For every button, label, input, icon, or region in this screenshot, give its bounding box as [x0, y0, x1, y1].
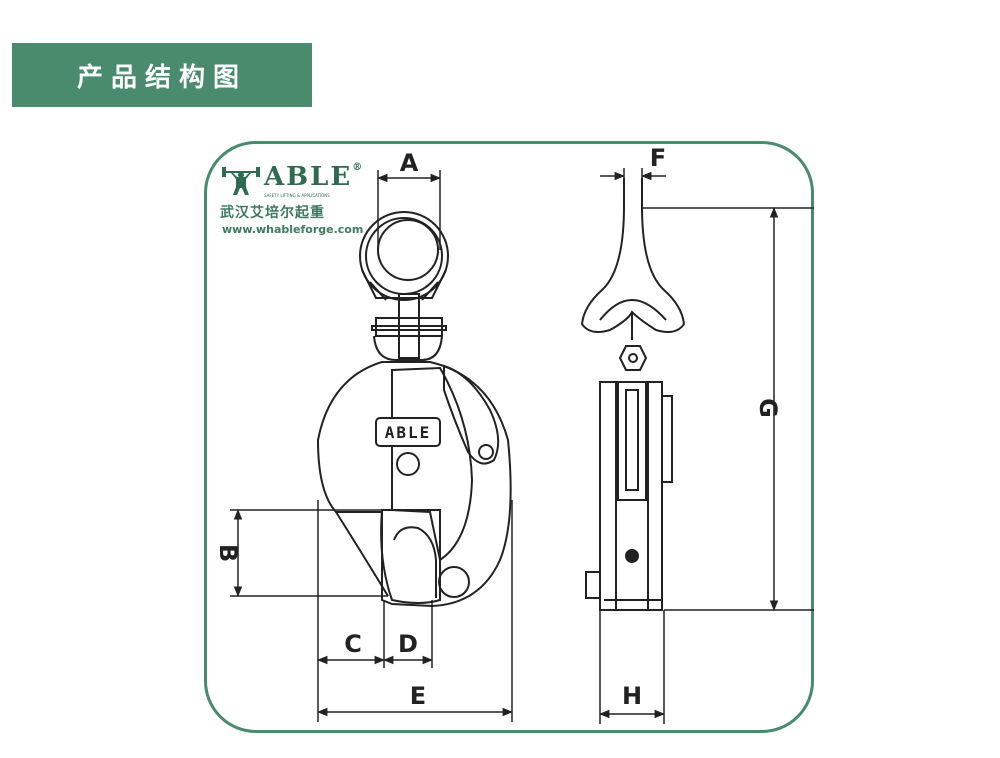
company-name: 武汉艾培尔起重: [220, 205, 325, 221]
diagram-frame: [204, 141, 814, 733]
dim-b-label: B: [214, 544, 242, 562]
front-view: [316, 211, 512, 608]
cam-outline: [391, 366, 474, 562]
pivot-hole: [396, 452, 420, 476]
logo-tagline: SAFETY LIFTING & APPLICATIONS: [264, 193, 330, 198]
lifting-eye: [359, 211, 449, 301]
jaw-roller: [438, 566, 470, 598]
dim-h: [598, 610, 666, 724]
company-url: www.whableforge.com: [222, 223, 364, 236]
dim-a-label: A: [400, 149, 419, 177]
jaw-cam: [393, 526, 437, 598]
side-core: [617, 381, 647, 501]
dim-f-label: F: [650, 144, 666, 172]
side-hex-nut: [618, 345, 648, 371]
plate-label-box: [375, 417, 441, 447]
jaw-slot: [380, 509, 441, 604]
dim-b: [230, 508, 388, 598]
side-bolt: [625, 549, 639, 563]
plate-label: ABLE: [385, 423, 432, 442]
side-view: [580, 178, 686, 611]
side-plate-left: [599, 381, 617, 611]
dim-a: [376, 170, 442, 250]
handle-lever: [443, 364, 500, 465]
logo-title: ABLE®: [264, 162, 364, 192]
dim-c-label: C: [344, 630, 362, 658]
clamp-body: [316, 361, 512, 608]
weightlifter-icon: [222, 167, 260, 195]
shackle-link: [371, 293, 447, 361]
jaw-edge: [335, 511, 389, 597]
side-plate-right: [647, 381, 663, 611]
section-title: 产品结构图: [76, 62, 247, 93]
logo-brand: ABLE: [264, 162, 353, 192]
side-jaw: [615, 499, 649, 611]
dim-e: [316, 500, 514, 722]
dim-g-label: G: [754, 398, 782, 418]
dim-h-label: H: [622, 682, 642, 710]
dim-g: [642, 206, 814, 612]
side-eye: [580, 178, 686, 333]
registered-mark: ®: [352, 162, 365, 173]
dim-f: [600, 168, 666, 210]
dim-d-label: D: [398, 630, 418, 658]
lever-hole: [478, 444, 494, 460]
dim-e-label: E: [410, 682, 426, 710]
brand-logo: ABLE® SAFETY LIFTING & APPLICATIONS 武汉艾培…: [220, 160, 363, 240]
section-header: 产品结构图: [12, 43, 312, 107]
dim-c-d: [316, 500, 434, 722]
